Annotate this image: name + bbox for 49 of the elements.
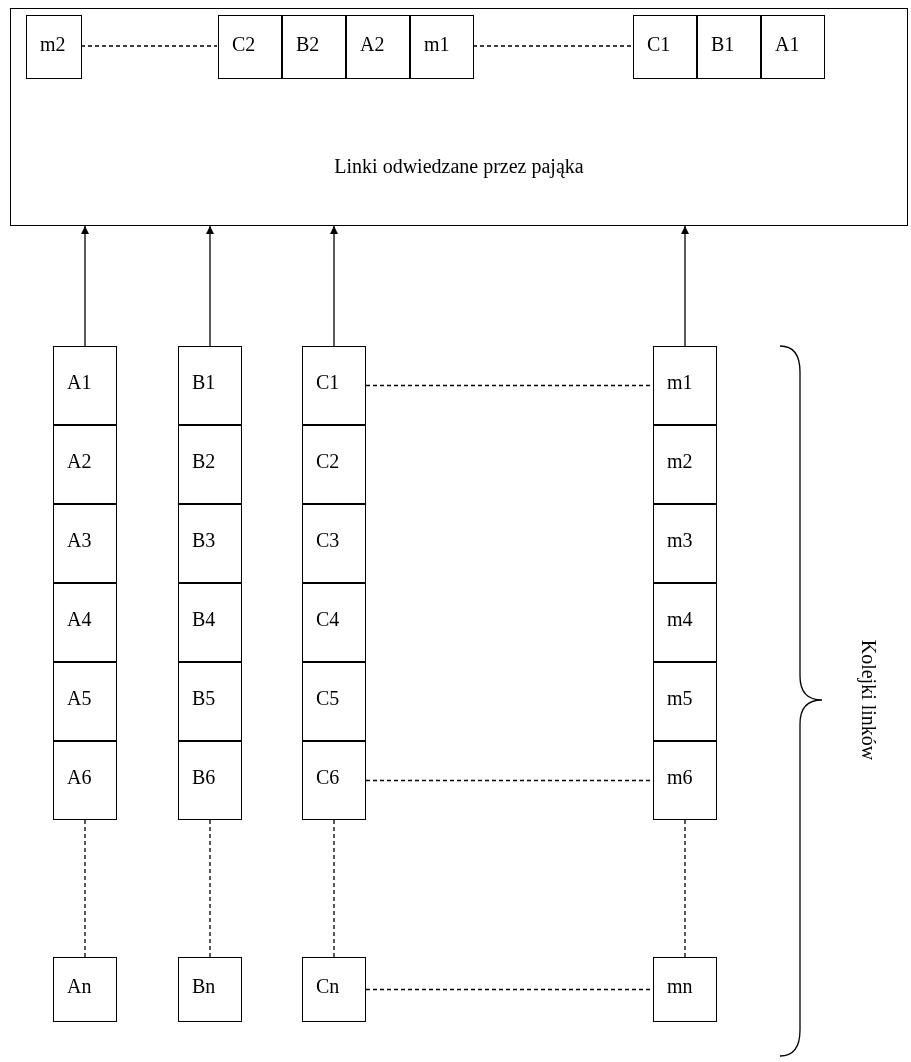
queue-cell: A2: [346, 15, 410, 79]
queue-cell: m2: [653, 425, 717, 504]
side-label: Kolejki linków: [856, 639, 880, 761]
queue-cell: A6: [53, 741, 117, 820]
queue-cell: C2: [218, 15, 282, 79]
arrow: [206, 225, 214, 347]
queue-cell: A2: [53, 425, 117, 504]
queue-cell: m2: [26, 15, 82, 79]
dashed-connector: [472, 45, 633, 47]
queue-cell: A4: [53, 583, 117, 662]
queue-cell: m4: [653, 583, 717, 662]
queue-cell: B5: [178, 662, 242, 741]
arrow: [681, 225, 689, 347]
queue-cell: Cn: [302, 957, 366, 1022]
queue-cell: Bn: [178, 957, 242, 1022]
queue-cell: C4: [302, 583, 366, 662]
dashed-connector: [84, 819, 86, 958]
queue-cell: B1: [178, 346, 242, 425]
queue-cell: m3: [653, 504, 717, 583]
arrow: [81, 225, 89, 347]
queue-cell: A1: [53, 346, 117, 425]
queue-cell: B2: [282, 15, 346, 79]
queue-cell: B4: [178, 583, 242, 662]
queue-cell: C3: [302, 504, 366, 583]
queue-cell: m1: [410, 15, 474, 79]
dashed-connector: [333, 819, 335, 958]
queue-cell: mn: [653, 957, 717, 1022]
queue-cell: C1: [633, 15, 697, 79]
queue-cell: A3: [53, 504, 117, 583]
queue-cell: C5: [302, 662, 366, 741]
queue-cell: A5: [53, 662, 117, 741]
queue-cell: C6: [302, 741, 366, 820]
panel-title: Linki odwiedzane przez pająka: [333, 155, 585, 178]
queue-cell: An: [53, 957, 117, 1022]
arrow: [330, 225, 338, 347]
panel: [10, 8, 908, 226]
dashed-connector: [209, 819, 211, 958]
queue-cell: m1: [653, 346, 717, 425]
queue-cell: B2: [178, 425, 242, 504]
dashed-connector: [684, 819, 686, 958]
queue-cell: m5: [653, 662, 717, 741]
queue-cell: A1: [761, 15, 825, 79]
queue-cell: B1: [697, 15, 761, 79]
queue-cell: B6: [178, 741, 242, 820]
queue-cell: C1: [302, 346, 366, 425]
queue-cell: C2: [302, 425, 366, 504]
queue-cell: B3: [178, 504, 242, 583]
dashed-connector: [80, 45, 218, 47]
queue-cell: m6: [653, 741, 717, 820]
